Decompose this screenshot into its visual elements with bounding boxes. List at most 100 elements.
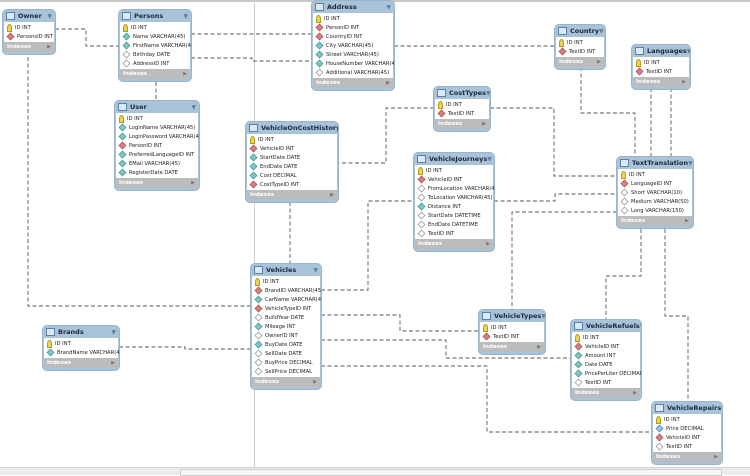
table-column[interactable]: OwnerID INT — [252, 331, 320, 340]
expand-arrow-icon[interactable]: ▶ — [386, 80, 390, 86]
table-column[interactable]: TextID INT — [415, 229, 493, 238]
table-column[interactable]: BuyDate DATE — [252, 340, 320, 349]
table-column[interactable]: CountryID INT — [313, 32, 393, 41]
collapse-arrow-icon[interactable]: ▼ — [640, 323, 641, 330]
table-column[interactable]: ID INT — [252, 277, 320, 286]
table-column[interactable]: PricePerLiter DECIMAL — [572, 369, 641, 378]
table-column[interactable]: ID INT — [572, 333, 640, 342]
table-column[interactable]: StartDate DATE — [247, 153, 337, 162]
table-column[interactable]: EndDate DATE — [247, 162, 337, 171]
indexes-section[interactable]: Indexes▶ — [313, 78, 393, 88]
table-column[interactable]: VehicleTypeID INT — [252, 304, 320, 313]
table-column[interactable]: ID INT — [556, 38, 604, 47]
indexes-section[interactable]: Indexes▶ — [572, 388, 640, 398]
table-column[interactable]: Distance INT — [415, 202, 493, 211]
collapse-arrow-icon[interactable]: ▼ — [486, 89, 490, 97]
table-column[interactable]: Cost DECIMAL — [247, 171, 337, 180]
table-column[interactable]: Additional VARCHAR(45) — [313, 68, 393, 77]
table-column[interactable]: PreferredLanguageID INT — [116, 150, 198, 159]
table-column[interactable]: ID INT — [116, 114, 198, 123]
table-column[interactable]: VehicleID INT — [415, 175, 493, 184]
table-header[interactable]: Brands▼ — [43, 326, 119, 338]
table-column[interactable]: AddressID INT — [120, 59, 190, 68]
table-column[interactable]: LanguageID INT — [618, 179, 692, 188]
table-column[interactable]: TextID INT — [572, 378, 640, 387]
table-column[interactable]: LoginPassword VARCHAR(45) — [116, 132, 199, 141]
collapse-arrow-icon[interactable]: ▼ — [183, 12, 188, 20]
table-header[interactable]: Languages▼ — [632, 45, 690, 57]
table-column[interactable]: BuyPrice DECIMAL — [252, 358, 320, 367]
expand-arrow-icon[interactable]: ▶ — [330, 192, 334, 198]
table-column[interactable]: ID INT — [633, 58, 689, 67]
collapse-arrow-icon[interactable]: ▼ — [47, 12, 52, 20]
table-column[interactable]: Amount INT — [572, 351, 640, 360]
table-header[interactable]: Persons▼ — [119, 10, 191, 22]
table-column[interactable]: StartDate DATETIME — [415, 211, 493, 220]
table-column[interactable]: VehicleID INT — [653, 433, 721, 442]
table-header[interactable]: VehicleTypes▼ — [479, 310, 545, 322]
table-column[interactable]: SellPrice DECIMAL — [252, 367, 320, 376]
table-column[interactable]: LoginName VARCHAR(45) — [116, 123, 198, 132]
table-header[interactable]: Address▼ — [312, 1, 394, 13]
expand-arrow-icon[interactable]: ▶ — [47, 44, 51, 50]
expand-arrow-icon[interactable]: ▶ — [633, 390, 637, 396]
expand-arrow-icon[interactable]: ▶ — [537, 344, 541, 350]
table-header[interactable]: CostTypes▼ — [434, 87, 490, 99]
collapse-arrow-icon[interactable]: ▼ — [688, 159, 693, 167]
table-column[interactable]: ID INT — [44, 339, 118, 348]
table-column[interactable]: VehicleID INT — [572, 342, 640, 351]
table-column[interactable]: ID INT — [480, 323, 544, 332]
table-column[interactable]: TextID INT — [435, 109, 489, 118]
indexes-section[interactable]: Indexes▶ — [653, 452, 721, 462]
table-column[interactable]: RegisterDate DATE — [116, 168, 198, 177]
table-header[interactable]: Country▼ — [555, 25, 605, 37]
table-column[interactable]: EMail VARCHAR(45) — [116, 159, 198, 168]
collapse-arrow-icon[interactable]: ▼ — [487, 155, 492, 163]
expand-arrow-icon[interactable]: ▶ — [714, 454, 718, 460]
collapse-arrow-icon[interactable]: ▼ — [541, 312, 545, 320]
table-column[interactable]: City VARCHAR(45) — [313, 41, 393, 50]
table-column[interactable]: VehicleID INT — [247, 144, 337, 153]
collapse-arrow-icon[interactable]: ▼ — [313, 266, 318, 274]
table-column[interactable]: SellDate DATE — [252, 349, 320, 358]
indexes-section[interactable]: Indexes▶ — [480, 342, 544, 352]
table-column[interactable]: BrandID VARCHAR(45) — [252, 286, 321, 295]
expand-arrow-icon[interactable]: ▶ — [486, 241, 490, 247]
table-column[interactable]: EndDate DATETIME — [415, 220, 493, 229]
table-column[interactable]: TextID INT — [653, 442, 721, 451]
table-column[interactable]: ID INT — [120, 23, 190, 32]
table-column[interactable]: TextID INT — [480, 332, 544, 341]
table-header[interactable]: VehicleRefuels▼ — [571, 320, 641, 332]
expand-arrow-icon[interactable]: ▶ — [682, 79, 686, 85]
table-column[interactable]: Street VARCHAR(45) — [313, 50, 393, 59]
indexes-section[interactable]: Indexes▶ — [44, 358, 118, 368]
table-column[interactable]: Birthday DATE — [120, 50, 190, 59]
table-column[interactable]: Date DATE — [572, 360, 640, 369]
indexes-section[interactable]: Indexes▶ — [4, 42, 54, 52]
collapse-arrow-icon[interactable]: ▼ — [111, 328, 116, 336]
table-header[interactable]: Owner▼ — [3, 10, 55, 22]
table-column[interactable]: Mileage INT — [252, 322, 320, 331]
table-header[interactable]: Vehicles▼ — [251, 264, 321, 276]
table-column[interactable]: BrandName VARCHAR(45) — [44, 348, 119, 357]
indexes-section[interactable]: Indexes▶ — [415, 239, 493, 249]
table-column[interactable]: TextID INT — [556, 47, 604, 56]
table-header[interactable]: VehicleOnCostHistory▼ — [246, 122, 338, 134]
expand-arrow-icon[interactable]: ▶ — [183, 71, 187, 77]
table-column[interactable]: PersonsID INT — [4, 32, 54, 41]
indexes-section[interactable]: Indexes▶ — [252, 377, 320, 387]
expand-arrow-icon[interactable]: ▶ — [597, 59, 601, 65]
table-column[interactable]: HouseNumber VARCHAR(45) — [313, 59, 394, 68]
